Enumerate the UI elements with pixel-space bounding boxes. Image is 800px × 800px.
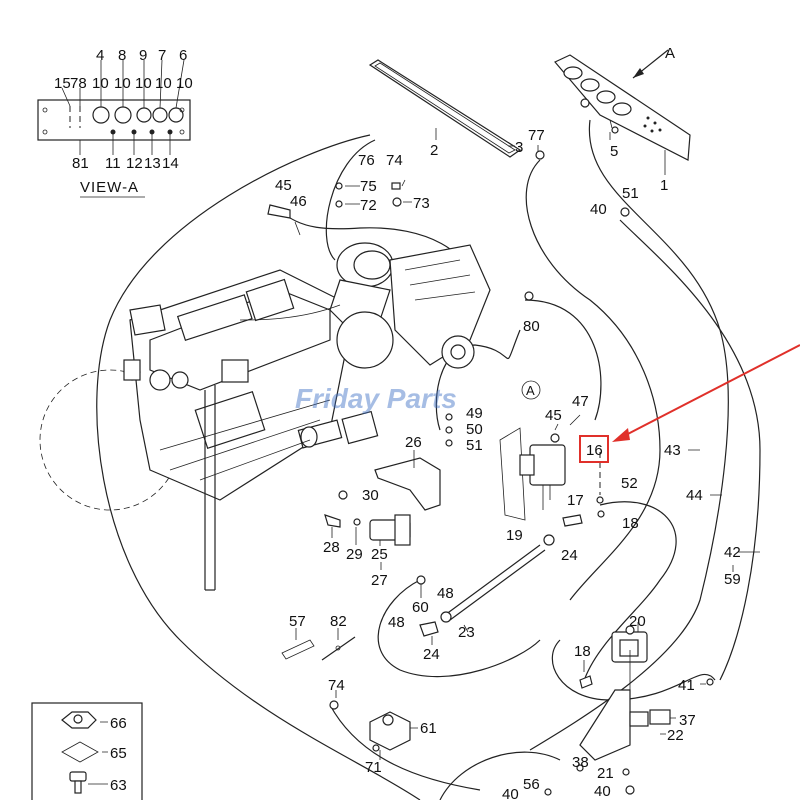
label-11: 11 [105, 155, 121, 172]
label-18-mid: 18 [622, 515, 639, 532]
label-17: 17 [567, 492, 584, 509]
highlight-callout [579, 344, 800, 463]
label-78: 78 [70, 75, 87, 92]
view-a-panel [37, 59, 191, 198]
label-6: 6 [179, 47, 187, 64]
turbocharger [239, 242, 491, 369]
label-19: 19 [506, 527, 523, 544]
label-45-top: 45 [275, 177, 292, 194]
label-74-top: 74 [386, 152, 403, 169]
label-20: 20 [629, 613, 646, 630]
watermark-text: Friday Parts [295, 383, 457, 414]
label-14: 14 [162, 155, 179, 172]
hardware-legend-box [31, 702, 143, 800]
label-46: 46 [290, 193, 307, 210]
label-21: 21 [597, 765, 614, 782]
label-24-mid: 24 [561, 547, 578, 564]
label-30: 30 [362, 487, 379, 504]
label-2: 2 [430, 142, 438, 159]
top-fittings [267, 119, 630, 447]
bracket-assembly [324, 450, 441, 570]
label-5: 5 [610, 143, 618, 160]
rod-assembly [416, 534, 555, 645]
sensor-20-assembly [544, 622, 714, 796]
label-81: 81 [72, 155, 89, 172]
label-24-bottom: 24 [423, 646, 440, 663]
label-40-bottom: 40 [502, 786, 519, 800]
label-27: 27 [371, 572, 388, 589]
label-52: 52 [621, 475, 638, 492]
label-26: 26 [405, 434, 422, 451]
label-10-d: 10 [155, 75, 172, 92]
label-10-b: 10 [114, 75, 131, 92]
label-60: 60 [412, 599, 429, 616]
label-18-bottom: 18 [574, 643, 591, 660]
label-16-highlighted: 16 [586, 442, 603, 459]
label-9: 9 [139, 47, 147, 64]
part-61-assembly [329, 690, 418, 760]
label-47: 47 [572, 393, 589, 410]
label-59: 59 [724, 571, 741, 588]
label-66: 66 [110, 715, 127, 732]
label-57: 57 [289, 613, 306, 630]
label-82: 82 [330, 613, 347, 630]
label-44: 44 [686, 487, 703, 504]
instrument-panel-part-1 [554, 49, 691, 175]
label-25: 25 [371, 546, 388, 563]
label-23: 23 [458, 624, 475, 641]
wiring-harness [96, 119, 761, 800]
label-37: 37 [679, 712, 696, 729]
label-40-top: 40 [590, 201, 607, 218]
label-65: 65 [110, 745, 127, 762]
label-7: 7 [158, 47, 166, 64]
label-61: 61 [420, 720, 437, 737]
label-73: 73 [413, 195, 430, 212]
label-12: 12 [126, 155, 143, 172]
label-72: 72 [360, 197, 377, 214]
label-74-bottom: 74 [328, 677, 345, 694]
label-48-mid: 48 [437, 585, 454, 602]
panel-part-2 [368, 59, 522, 158]
label-76: 76 [358, 152, 375, 169]
switch-assembly [499, 414, 605, 527]
label-40-bottom-right: 40 [594, 783, 611, 800]
label-71: 71 [365, 759, 382, 776]
label-48-left: 48 [388, 614, 405, 631]
engine-block [39, 269, 379, 591]
label-50: 50 [466, 421, 483, 438]
label-10-e: 10 [176, 75, 193, 92]
label-41: 41 [678, 677, 695, 694]
label-13: 13 [144, 155, 161, 172]
label-4: 4 [96, 47, 104, 64]
label-10-a: 10 [92, 75, 109, 92]
label-22: 22 [667, 727, 684, 744]
label-10-c: 10 [135, 75, 152, 92]
view-a-title: VIEW-A [80, 179, 139, 196]
callout-a-letter: A [526, 383, 535, 398]
label-51-top: 51 [622, 185, 639, 202]
label-49: 49 [466, 405, 483, 422]
label-75: 75 [360, 178, 377, 195]
tie-parts [281, 628, 356, 661]
callout-a-circle [521, 380, 541, 400]
label-8: 8 [118, 47, 126, 64]
arrow-letter-a: A [665, 45, 675, 62]
label-45-mid: 45 [545, 407, 562, 424]
label-77: 77 [528, 127, 545, 144]
label-29: 29 [346, 546, 363, 563]
label-43: 43 [664, 442, 681, 459]
label-38-a: 38 [572, 754, 589, 771]
label-3: 3 [515, 139, 523, 156]
label-15: 15 [54, 75, 71, 92]
label-63: 63 [110, 777, 127, 794]
label-51-mid: 51 [466, 437, 483, 454]
label-28: 28 [323, 539, 340, 556]
label-80: 80 [523, 318, 540, 335]
label-42: 42 [724, 544, 741, 561]
label-56: 56 [523, 776, 540, 793]
label-1: 1 [660, 177, 668, 194]
